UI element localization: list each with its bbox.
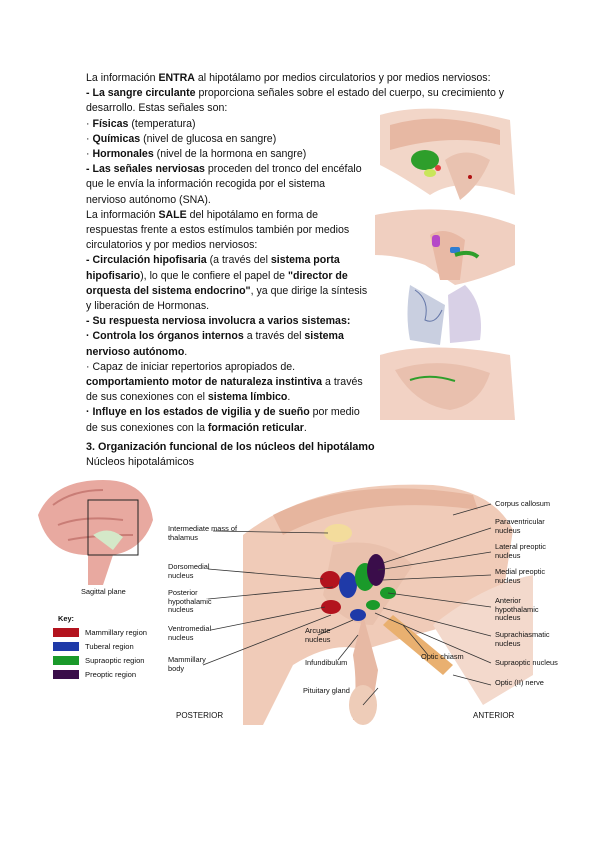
- leader-lines: [202, 503, 492, 706]
- label-ventromedial: Ventromedial nucleus: [168, 624, 212, 642]
- section-subtitle: Núcleos hipotalámicos: [86, 456, 195, 468]
- paragraph-sangre: - La sangre circulante proporciona señal…: [86, 87, 505, 115]
- paragraph-respuesta: - Su respuesta nerviosa involucra a vari…: [86, 315, 351, 328]
- label-arcuate: Arcuate nucleus: [305, 626, 331, 644]
- item-instintiva: comportamiento motor de naturaleza insti…: [86, 376, 363, 404]
- key-tuberal: Tuberal region: [53, 642, 134, 651]
- item-organos: · Controla los órganos internos a través…: [86, 330, 344, 358]
- label-posterior-hypothalamic: Posterior hypothalamic nucleus: [168, 588, 212, 615]
- key-supraoptic: Supraoptic region: [53, 656, 145, 665]
- swatch-mammillary: [53, 628, 79, 637]
- item-hormonales: · Hormonales (nivel de la hormona en san…: [86, 148, 307, 161]
- hypothalamus-text: La información ENTRA al hipotálamo por m…: [86, 71, 516, 436]
- label-dorsomedial: Dorsomedial nucleus: [168, 562, 210, 580]
- paragraph-circulacion: - Circulación hipofisaria (a través del …: [86, 254, 368, 313]
- label-anterior-hypothalamic: Anterior hypothalamic nucleus: [495, 596, 539, 623]
- label-paraventricular: Paraventricular nucleus: [495, 517, 545, 535]
- paragraph-sale: La información SALE del hipotálamo en fo…: [86, 208, 350, 252]
- paragraph-entra: La información ENTRA al hipotálamo por m…: [86, 72, 491, 84]
- swatch-preoptic: [53, 670, 79, 679]
- label-supraoptic: Supraoptic nucleus: [495, 658, 558, 667]
- item-fisicas: · Físicas (temperatura): [86, 117, 196, 130]
- key-title: Key:: [58, 614, 75, 623]
- label-mammillary-body: Mammillary body: [168, 655, 206, 673]
- brain-inset-image: [38, 480, 153, 585]
- key-preoptic: Preoptic region: [53, 670, 136, 679]
- swatch-tuberal: [53, 642, 79, 651]
- brain-section-bottom-image: [380, 347, 515, 420]
- label-optic-chiasm: Optic chiasm: [421, 652, 464, 661]
- item-vigilia: · Influye en los estados de vigilia y de…: [86, 406, 360, 434]
- label-optic-nerve: Optic (II) nerve: [495, 678, 544, 687]
- label-sagittal-plane: Sagittal plane: [81, 587, 126, 596]
- label-anterior: ANTERIOR: [473, 711, 515, 720]
- pituitary-portal-image: [375, 209, 515, 345]
- label-posterior: POSTERIOR: [176, 711, 224, 720]
- brain-section-top-image: [380, 108, 515, 200]
- item-quimicas: · Químicas (nivel de glucosa en sangre): [86, 132, 277, 145]
- label-medial-preoptic: Medial preoptic nucleus: [495, 567, 546, 585]
- section-title: 3. Organización funcional de los núcleos…: [86, 441, 375, 453]
- paragraph-senales: - Las señales nerviosas proceden del tro…: [86, 163, 362, 206]
- hypothalamic-nuclei-figure: Sagittal plane Intermediate mass of thal…: [33, 475, 568, 725]
- label-infundibulum: Infundibulum: [305, 658, 348, 667]
- label-intermediate-mass: Intermediate mass of thalamus: [168, 524, 238, 542]
- label-pituitary-gland: Pituitary gland: [303, 686, 350, 695]
- swatch-supraoptic: [53, 656, 79, 665]
- label-corpus-callosum: Corpus callosum: [495, 499, 551, 508]
- brain-section-main-image: [243, 484, 533, 725]
- label-lateral-preoptic: Lateral preoptic nucleus: [495, 542, 546, 560]
- hypothalamus-side-illustration: [375, 108, 515, 420]
- item-repertorios: · Capaz de iniciar repertorios apropiado…: [86, 360, 296, 373]
- nuclei-diagram: [38, 480, 533, 725]
- key-mammillary: Mammillary region: [53, 628, 147, 637]
- label-suprachiasmatic: Suprachiasmatic nucleus: [495, 630, 550, 648]
